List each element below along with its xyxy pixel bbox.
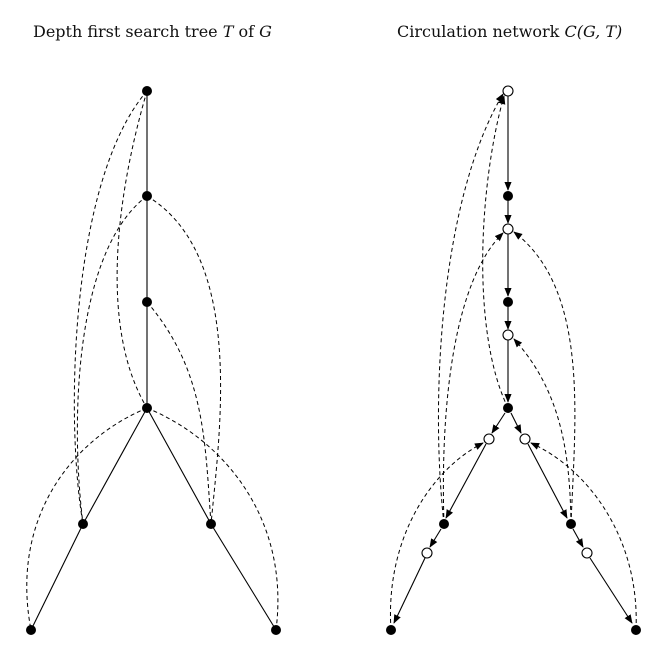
- hollow-vertex: [502, 223, 514, 235]
- back-edge: [146, 407, 279, 631]
- network-arc: [393, 557, 426, 624]
- vertex: [503, 403, 513, 413]
- network-arc: [510, 412, 522, 434]
- back-edge: [76, 195, 148, 525]
- network-filled-vertices: [386, 191, 641, 635]
- left-title-text: Depth first search tree: [33, 22, 223, 41]
- back-edge: [73, 90, 148, 525]
- network-hollow-vertices: [421, 85, 593, 559]
- network-back-arcs: [389, 93, 637, 631]
- network-back-arc: [482, 95, 509, 409]
- vertex: [142, 86, 152, 96]
- tree-edge: [82, 407, 148, 525]
- network-back-arc: [389, 442, 484, 631]
- network-arc: [527, 443, 568, 519]
- vertex: [386, 625, 396, 635]
- dfs-tree: [26, 86, 281, 635]
- back-edge: [116, 90, 148, 409]
- network-arc: [445, 443, 487, 519]
- network-arc: [572, 528, 584, 548]
- vertex: [26, 625, 36, 635]
- vertex: [503, 297, 513, 307]
- tree-edge: [146, 407, 212, 525]
- circulation-network: [386, 85, 641, 635]
- vertex: [566, 519, 576, 529]
- hollow-vertex: [519, 433, 531, 445]
- network-back-arc: [437, 93, 504, 525]
- vertex: [78, 519, 88, 529]
- vertex: [271, 625, 281, 635]
- vertex: [142, 403, 152, 413]
- network-arc: [429, 528, 442, 548]
- vertex: [142, 297, 152, 307]
- hollow-vertex: [581, 547, 593, 559]
- vertex: [142, 191, 152, 201]
- left-diagram-title: Depth first search tree T of G: [33, 22, 272, 41]
- tree-edges: [30, 91, 277, 631]
- right-title-func: C: [564, 22, 577, 41]
- vertex: [631, 625, 641, 635]
- network-arc: [491, 412, 506, 434]
- vertex: [439, 519, 449, 529]
- network-back-arc: [513, 338, 572, 525]
- right-title-text: Circulation network: [397, 22, 565, 41]
- hollow-vertex: [483, 433, 495, 445]
- network-back-arc: [513, 231, 576, 525]
- tree-edge: [210, 523, 277, 631]
- back-edge: [26, 407, 148, 631]
- right-title-args: (G, T): [576, 22, 623, 41]
- back-edge: [146, 301, 212, 525]
- back-edges: [26, 90, 279, 631]
- vertex: [503, 191, 513, 201]
- tree-vertices: [26, 86, 281, 635]
- hollow-vertex: [502, 329, 514, 341]
- hollow-vertex: [502, 85, 514, 97]
- back-edge: [146, 195, 222, 525]
- network-back-arc: [442, 232, 504, 525]
- left-title-var-t: T: [222, 22, 234, 41]
- left-title-mid: of: [233, 22, 260, 41]
- network-back-arc: [530, 442, 637, 631]
- network-tree-arcs: [393, 96, 633, 624]
- right-diagram-title: Circulation network C(G, T): [397, 22, 622, 41]
- network-arc: [589, 557, 633, 624]
- hollow-vertex: [421, 547, 433, 559]
- left-title-var-g: G: [259, 22, 272, 41]
- tree-edge: [30, 523, 84, 631]
- vertex: [206, 519, 216, 529]
